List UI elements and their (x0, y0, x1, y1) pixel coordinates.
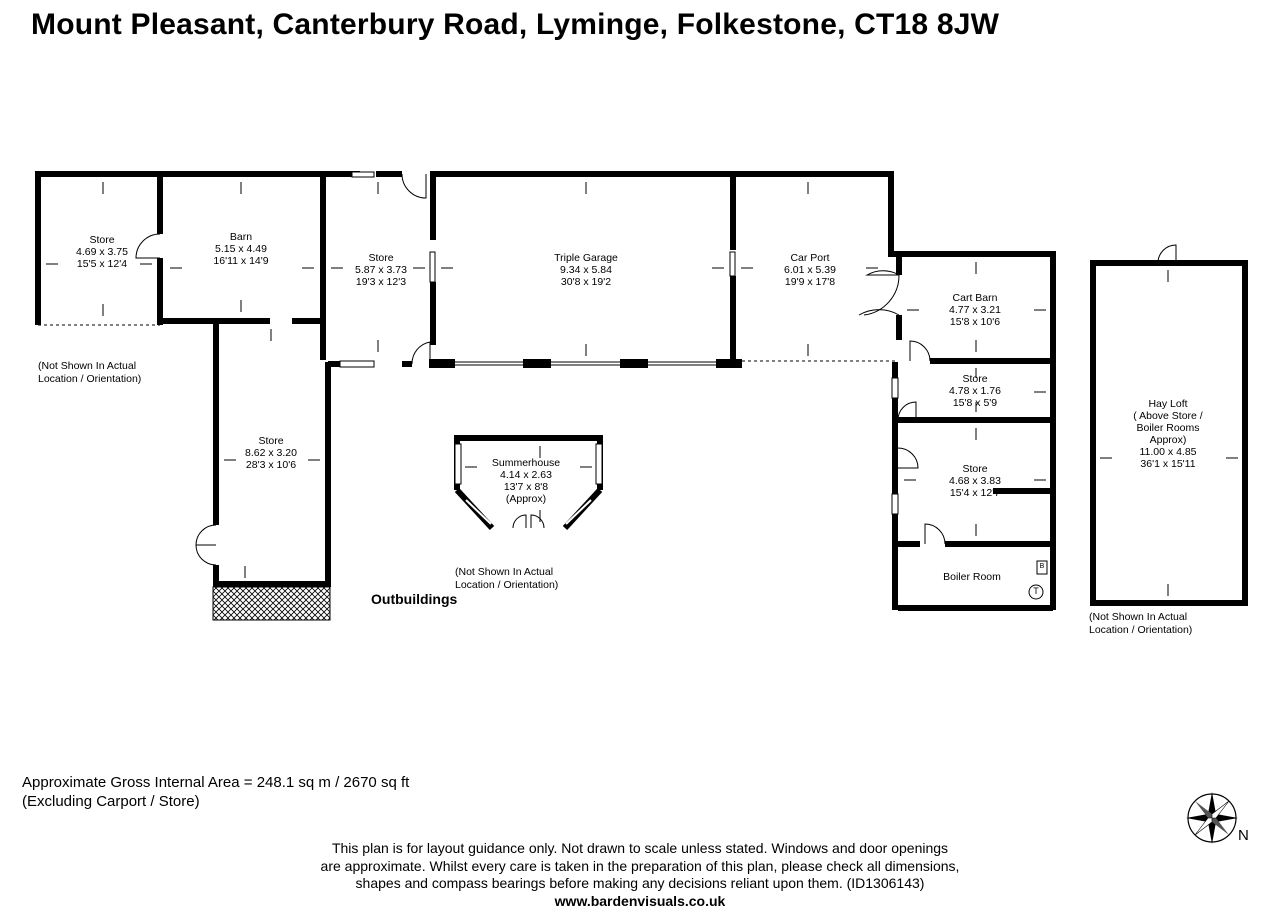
door-swings (135, 173, 1177, 566)
dimension-ticks (46, 182, 1238, 596)
compass-star-icon (1186, 792, 1238, 844)
gross-area-exclusion: (Excluding Carport / Store) (22, 793, 200, 810)
website-link[interactable]: www.bardenvisuals.co.uk (554, 892, 726, 909)
store-long-walls (213, 321, 331, 587)
garage-walls (430, 171, 1056, 362)
outbuildings-label: Outbuildings (371, 591, 458, 607)
gross-area-line: Approximate Gross Internal Area = 248.1 … (22, 774, 410, 791)
store-left-walls (35, 171, 163, 325)
garage-front (429, 359, 742, 368)
hay-loft-outline (1090, 260, 1248, 606)
page-title: Mount Pleasant, Canterbury Road, Lyminge… (31, 8, 1000, 41)
thermostat-symbol-label: T (1033, 586, 1039, 596)
disclaimer: This plan is for layout guidance only. N… (260, 840, 1020, 910)
room-label-boiler-room: Boiler Room (943, 571, 1001, 583)
boiler-symbol (1036, 560, 1048, 575)
compass-north-label: N (1238, 827, 1249, 844)
store-middle-walls (328, 174, 436, 367)
gross-area: Approximate Gross Internal Area = 248.1 … (22, 773, 409, 811)
cart-barn-walls (892, 256, 1056, 611)
thermostat-symbol (1028, 584, 1044, 600)
boiler-symbol-label: B (1039, 563, 1045, 570)
